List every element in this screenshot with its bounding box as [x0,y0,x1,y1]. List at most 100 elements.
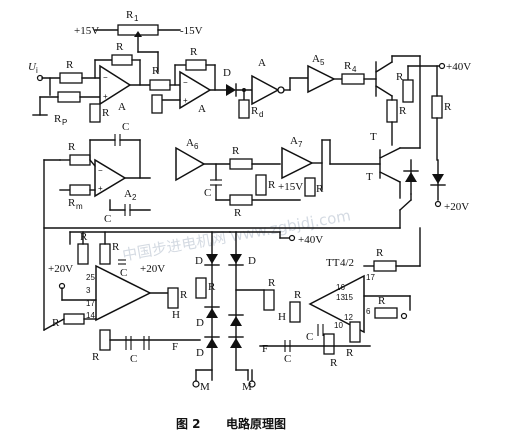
svg-text:4: 4 [352,65,357,74]
svg-text:D: D [248,255,256,267]
opamp-a6-label: A [186,137,194,149]
supply-20v-left: +20V [48,263,73,275]
opamp-a6: A 6 [175,137,206,182]
opamp-a7-label: A [290,135,298,147]
svg-text:C: C [306,331,313,343]
opamp-a3: −+ A 2 [94,158,137,202]
svg-text:+: + [183,96,188,105]
pin-label: 16 [336,283,345,292]
supply-neg-15v: -15V [180,25,203,37]
ic-left: 25 3 17 14 [86,264,152,322]
opamp-a5: A 5 [307,53,336,94]
pin-label: 3 [86,286,91,295]
svg-text:R: R [92,351,100,363]
svg-text:C: C [120,267,127,279]
supply-40v-mid: +40V [298,234,323,246]
svg-text:+: + [98,184,103,193]
svg-text:R: R [68,197,76,209]
svg-text:R: R [396,71,404,83]
opamp-a7: A 7 [281,135,314,180]
svg-text:R: R [330,357,338,369]
svg-text:R: R [180,289,188,301]
svg-text:C: C [122,121,129,133]
svg-text:R: R [378,295,386,307]
pin-label: 15 [344,293,353,302]
svg-text:D: D [196,347,204,359]
pin-label: 14 [86,311,95,320]
caption-figure-no: 图 2 [176,417,201,431]
supply-20v-center: +20V [140,263,165,275]
opamp-a1-label: A [118,101,126,113]
pin-label: 6 [366,307,371,316]
svg-text:R: R [190,46,198,58]
svg-text:R: R [54,113,62,125]
svg-text:d: d [259,110,263,119]
svg-text:R: R [234,207,242,219]
opamp-a4: A [251,57,285,106]
svg-text:D: D [196,317,204,329]
svg-text:−: − [183,78,188,87]
svg-text:R: R [251,105,259,117]
svg-text:R: R [102,107,110,119]
svg-text:5: 5 [320,58,325,67]
figure-caption: 图 2 电路原理图 [176,416,286,431]
ic-right: 17 16 15 13 6 12 10 [308,273,375,334]
terminal-m-left: M [200,381,210,393]
label-h-right: H [278,311,286,323]
pin-label: 10 [334,321,343,330]
opamp-a2-label: A [198,103,206,115]
pin-label: 25 [86,273,95,282]
svg-text:R: R [376,247,384,259]
pin-label: 17 [366,273,375,282]
svg-text:6: 6 [194,142,199,151]
opamp-a1: −+ A R R [89,41,141,123]
label-f-right: F [262,343,268,355]
center-diodes: D D D D [195,254,256,359]
svg-text:R: R [232,145,240,157]
svg-text:C: C [284,353,291,365]
svg-text:P: P [62,118,67,127]
svg-text:R: R [116,41,124,53]
svg-text:R: R [126,9,134,21]
svg-text:R: R [112,241,120,253]
supply-40v-right: +40V [446,61,471,73]
svg-text:R: R [294,289,302,301]
svg-text:D: D [223,67,231,79]
svg-text:m: m [76,202,83,211]
svg-text:1: 1 [134,14,139,23]
supply-pos-15v: +15V [74,25,99,37]
svg-text:R: R [344,60,352,72]
svg-text:D: D [195,255,203,267]
opamp-a2: − + A R [151,46,216,115]
svg-text:R: R [68,141,76,153]
pin-label: 13 [336,293,345,302]
caption-title: 电路原理图 [226,416,286,431]
svg-text:C: C [204,187,211,199]
svg-text:R: R [399,105,407,117]
svg-text:R: R [444,101,452,113]
svg-text:C: C [130,353,137,365]
ic-right-prefix: TT [326,257,340,269]
svg-text:R: R [80,231,88,243]
input-subscript: i [36,66,38,75]
svg-text:+: + [103,92,108,101]
svg-text:R: R [268,277,276,289]
label-h-left: H [172,309,180,321]
svg-text:R: R [316,183,324,195]
transistor-t2: T [366,147,421,199]
label-f-left: F [172,341,178,353]
svg-text:R: R [346,347,354,359]
svg-text:−: − [98,166,103,175]
transistor-t1-label: T [370,131,377,143]
supply-20v-right: +20V [444,201,469,213]
input-label: U [28,61,37,73]
opamp-a5-label: A [312,53,320,65]
supply-15v-a7: +15V [278,181,303,193]
opamp-a3-label: A [124,188,132,200]
svg-text:R: R [66,59,74,71]
svg-text:R: R [152,65,160,77]
transistor-t2-label: T [366,171,373,183]
